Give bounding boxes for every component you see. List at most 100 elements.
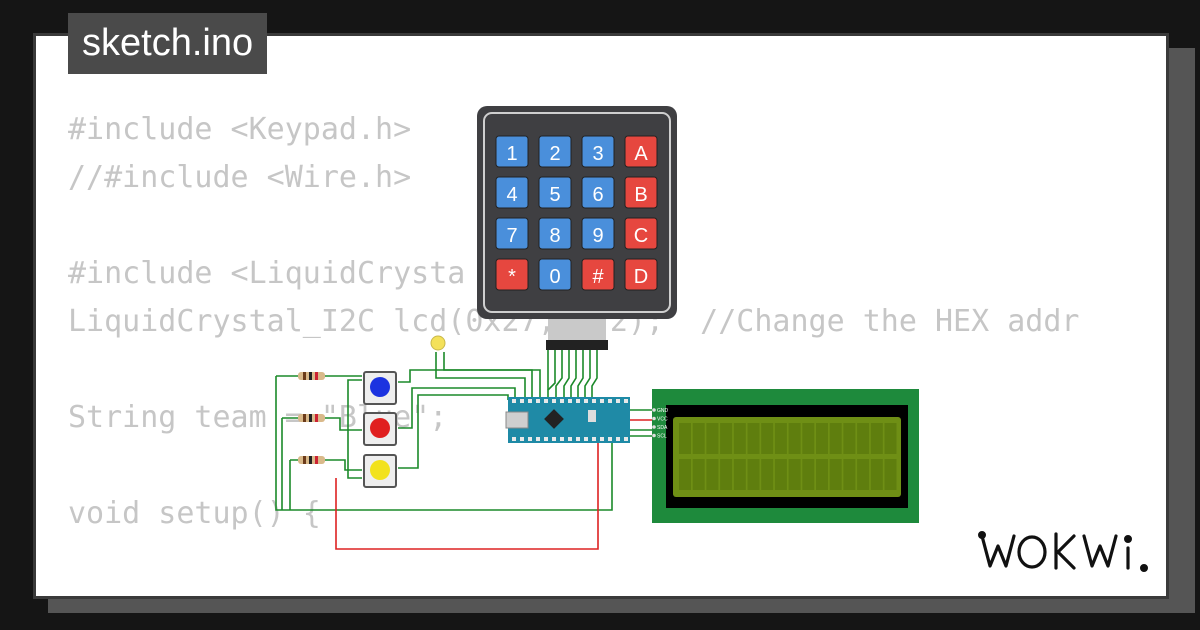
lcd-cell [733, 459, 746, 490]
ground-wire [289, 459, 298, 510]
lcd-cell [802, 459, 815, 490]
arduino-pin [560, 437, 564, 441]
arduino-pin [536, 437, 540, 441]
keypad-key-label: 5 [549, 184, 560, 206]
lcd-cell [761, 459, 774, 490]
arduino-pin [616, 399, 620, 403]
resistors [298, 372, 325, 464]
arduino-pin [624, 399, 628, 403]
power-wire [335, 432, 599, 550]
led-wire [435, 352, 526, 398]
code-line: #include <LiquidCrysta [68, 256, 466, 291]
keypad-wire [577, 345, 584, 400]
keypad-key: 7 [495, 217, 529, 250]
file-name-tab: sketch.ino [68, 13, 268, 74]
arduino-pin [616, 437, 620, 441]
lcd-cell [843, 459, 856, 490]
lcd-cell [761, 423, 774, 454]
arduino-pin [600, 437, 604, 441]
keypad-key: 9 [581, 217, 615, 250]
lcd-pin [652, 425, 656, 429]
arduino-pin [536, 399, 540, 403]
keypad-wire [584, 345, 591, 400]
arduino-pin [528, 437, 532, 441]
reset-button [588, 410, 596, 422]
arduino-pin [560, 399, 564, 403]
led-dome [430, 335, 446, 351]
lcd-cell [733, 423, 746, 454]
arduino-pin [520, 399, 524, 403]
arduino-pin [568, 399, 572, 403]
keypad-wire [570, 345, 577, 400]
keypad-key: C [624, 217, 658, 250]
keypad-key: 1 [495, 135, 529, 168]
arduino-pin [544, 437, 548, 441]
lcd-cell [774, 423, 787, 454]
resistor [298, 456, 325, 464]
lcd-pin-label: SDA [657, 425, 668, 431]
lcd-cell [774, 459, 787, 490]
resistor [298, 414, 325, 422]
lcd-cell [816, 459, 828, 490]
lcd-cell [870, 423, 883, 454]
arduino-pin [576, 437, 580, 441]
lcd-cell [857, 423, 870, 454]
arduino-pin [520, 437, 524, 441]
lcd-cell [747, 459, 760, 490]
button-bus-wire [347, 379, 362, 479]
keypad-key-label: 0 [549, 266, 560, 288]
lcd-cell [829, 459, 842, 490]
code-line: String team = "Blue"; [68, 400, 448, 435]
keypad-key-label: 2 [549, 143, 560, 165]
arduino-pin [600, 399, 604, 403]
lcd-pin-label: SCL [657, 434, 667, 440]
lcd-cell [720, 423, 733, 454]
keypad-key: 3 [581, 135, 615, 168]
resistor [298, 372, 325, 380]
lcd-cell [747, 423, 760, 454]
arduino-pin [592, 399, 596, 403]
button-wire [398, 369, 541, 398]
arduino-pins [512, 399, 628, 441]
button-wire [398, 394, 509, 469]
resistor-wire [325, 459, 362, 471]
arduino-pin [584, 399, 588, 403]
keypad-key-label: 9 [592, 225, 603, 247]
lcd-cell [884, 423, 897, 454]
pushbutton-yellow [363, 454, 397, 488]
keypad-key: 8 [538, 217, 572, 250]
keypad-key-label: 3 [592, 143, 603, 165]
arduino-pin [552, 399, 556, 403]
keypad-wire [563, 345, 570, 400]
led-wire [443, 352, 533, 398]
code-line: void setup() { [68, 496, 321, 531]
lcd-cell [870, 459, 883, 490]
lcd-pin-label: VCC [657, 417, 668, 423]
arduino-nano [505, 397, 630, 443]
keypad-key: A [624, 135, 658, 168]
arduino-pin [608, 399, 612, 403]
code-line: #include <Keypad.h> [68, 112, 412, 147]
lcd-pin [652, 416, 656, 421]
keypad-key: * [495, 258, 529, 291]
arduino-pin [592, 437, 596, 441]
lcd-cell [679, 459, 691, 490]
arduino-pin [512, 437, 516, 441]
lcd-cell [829, 423, 842, 454]
keypad-wire [547, 345, 556, 400]
keypad-key: 5 [538, 176, 572, 209]
keypad-key-label: 7 [506, 225, 517, 247]
lcd-cell [692, 423, 705, 454]
arduino-pin [544, 399, 548, 403]
lcd-pin [652, 408, 656, 412]
yellow-led [430, 335, 446, 351]
keypad-border [483, 112, 671, 313]
keypad-key-label: 1 [506, 143, 517, 165]
lcd-cell [857, 459, 870, 490]
lcd-pin [652, 433, 656, 438]
arduino-pin [528, 399, 532, 403]
keypad-key-label: # [592, 266, 604, 288]
